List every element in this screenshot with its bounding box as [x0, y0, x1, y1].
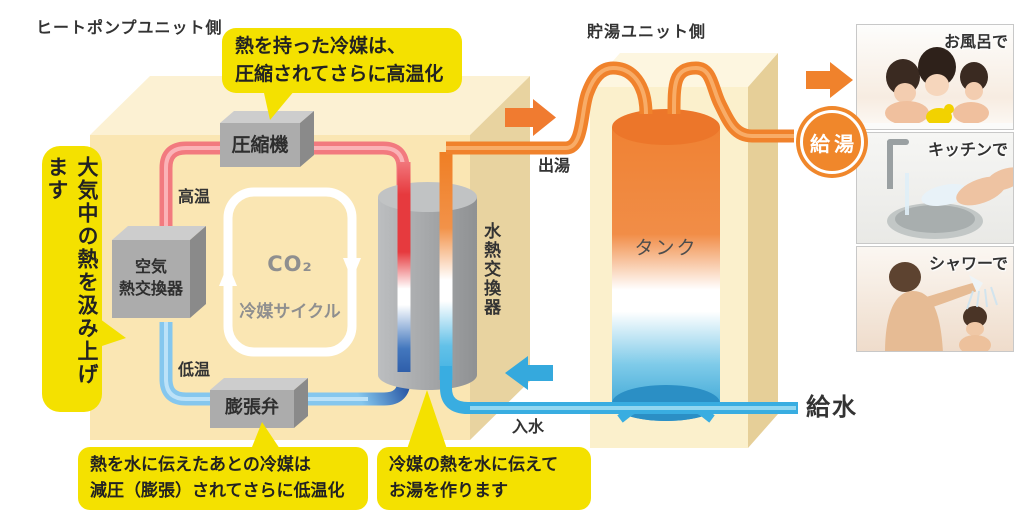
compressor-box-front	[220, 123, 300, 167]
shower-photo-illustration	[885, 262, 998, 351]
storage-box-right	[748, 53, 778, 448]
kitchen-photo: キッチンで	[856, 132, 1014, 244]
water-heat-exchanger-label: 水熱交換器	[480, 222, 501, 317]
supply-flow-arrow-right-icon	[806, 62, 853, 98]
co2-cycle-label: CO₂ 冷媒サイクル	[228, 230, 352, 344]
expansion-valve-box-front	[210, 390, 294, 428]
co2-cycle-arrow-up-icon	[219, 264, 237, 286]
high-temp-label: 高温	[178, 187, 211, 206]
air-heat-exchanger-label: 空気 熱交換器	[118, 257, 183, 298]
shower-photo-caption: シャワーで	[928, 254, 1008, 273]
hot-water-supply-ring	[800, 110, 864, 174]
air-heat-exchanger-box-front	[112, 240, 190, 318]
hot-water-supply-badge: 給湯	[796, 106, 868, 178]
callout-expanded-refrigerant: 熱を水に伝えたあとの冷媒は 減圧（膨張）されてさらに低温化	[78, 447, 368, 510]
kitchen-photo-caption: キッチンで	[927, 140, 1008, 159]
expansion-valve-box-right	[294, 378, 308, 428]
expansion-valve-label: 膨張弁	[225, 397, 279, 418]
shower-photo: シャワーで	[856, 246, 1014, 352]
cold-water-pipe	[440, 366, 798, 414]
water-heat-exchanger-body	[378, 197, 477, 391]
refrigerant-pipe-cold-highlight	[164, 322, 368, 401]
water-in-label: 入水	[512, 417, 545, 436]
hot-water-pipe-highlight	[446, 65, 794, 150]
compressor-box-right	[300, 111, 314, 167]
co2-cycle-name-label: 冷媒サイクル	[239, 301, 341, 322]
hot-flow-arrow-right-icon	[505, 99, 556, 136]
callout-compressed-refrigerant: 熱を持った冷媒は、 圧縮されてさらに高温化	[222, 28, 462, 94]
compressor-label: 圧縮機	[231, 134, 289, 156]
tank-top	[612, 109, 720, 145]
water-supply-label: 給水	[806, 393, 858, 421]
heat-pump-unit-title: ヒートポンプユニット側	[36, 18, 223, 37]
heat-pump-box-right	[470, 76, 530, 440]
bath-photo-caption: お風呂で	[943, 32, 1008, 51]
storage-unit-title: 貯湯ユニット側	[587, 22, 707, 41]
callout-ambient-heat: 大気中の熱を汲み上げます	[42, 146, 102, 412]
compressor-box-top	[220, 111, 314, 123]
co2-cycle-arrow-down-icon	[343, 258, 361, 280]
tank-body	[612, 127, 720, 421]
callout-tail-heating	[406, 390, 448, 452]
hot-water-out-label: 出湯	[538, 156, 571, 175]
air-heat-exchanger-box-right	[190, 226, 206, 318]
callout-tail-expansion	[250, 422, 282, 452]
low-temp-label: 低温	[178, 360, 211, 379]
bath-photo: お風呂で	[856, 24, 1014, 130]
tank-label: タンク	[634, 237, 698, 259]
water-heat-exchanger-top	[378, 182, 477, 212]
bath-photo-illustration	[857, 47, 1013, 129]
callout-water-heating: 冷媒の熱を水に伝えて お湯を作ります	[377, 447, 591, 510]
co2-gas-label: CO₂	[267, 251, 313, 276]
cold-flow-arrow-left-icon	[505, 356, 553, 390]
usage-photo-column: お風呂で キッチンで	[856, 24, 1014, 354]
kitchen-photo-illustration	[887, 139, 1013, 239]
air-heat-exchanger-box-top	[112, 226, 206, 240]
expansion-valve-box-top	[210, 378, 308, 390]
hot-water-supply-label: 給湯	[810, 131, 858, 156]
callout-tail-ambient	[96, 316, 126, 348]
